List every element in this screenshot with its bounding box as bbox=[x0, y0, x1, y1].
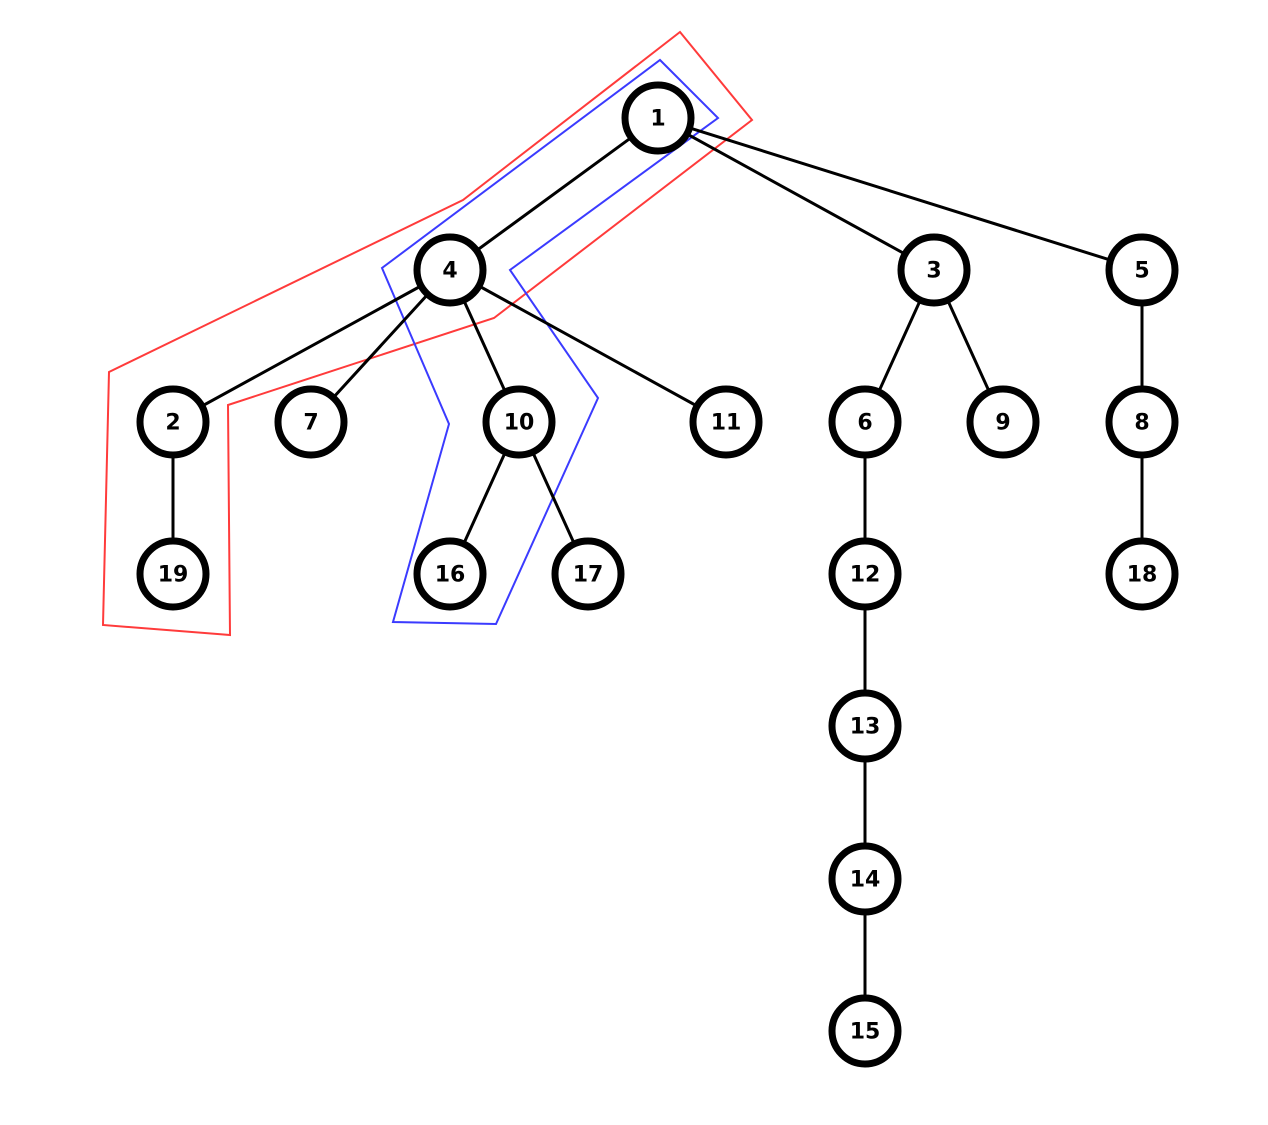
node-18: 18 bbox=[1105, 537, 1179, 611]
node-9: 9 bbox=[966, 385, 1040, 459]
node-label-11: 11 bbox=[711, 411, 742, 436]
node-label-9: 9 bbox=[995, 411, 1010, 436]
node-circle-13 bbox=[828, 689, 902, 763]
node-circle-12 bbox=[828, 537, 902, 611]
node-circle-2 bbox=[136, 385, 210, 459]
node-circle-15 bbox=[828, 994, 902, 1068]
node-circle-14 bbox=[828, 842, 902, 916]
node-14: 14 bbox=[828, 842, 902, 916]
node-4: 4 bbox=[413, 233, 487, 307]
node-label-19: 19 bbox=[158, 563, 189, 588]
edges-layer bbox=[171, 116, 1144, 1033]
node-circle-7 bbox=[274, 385, 348, 459]
node-label-2: 2 bbox=[165, 411, 180, 436]
edge-1-4 bbox=[448, 116, 660, 272]
node-circle-6 bbox=[828, 385, 902, 459]
node-1: 1 bbox=[621, 81, 695, 155]
node-10: 10 bbox=[482, 385, 556, 459]
node-7: 7 bbox=[274, 385, 348, 459]
node-circle-11 bbox=[689, 385, 763, 459]
node-label-3: 3 bbox=[926, 259, 941, 284]
node-13: 13 bbox=[828, 689, 902, 763]
node-label-1: 1 bbox=[650, 107, 665, 132]
node-circle-18 bbox=[1105, 537, 1179, 611]
node-label-4: 4 bbox=[442, 259, 457, 284]
node-17: 17 bbox=[551, 537, 625, 611]
edge-1-5 bbox=[656, 116, 1144, 272]
node-circle-4 bbox=[413, 233, 487, 307]
node-label-18: 18 bbox=[1127, 563, 1158, 588]
red-path-outline bbox=[101, 30, 754, 637]
node-6: 6 bbox=[828, 385, 902, 459]
edge-4-2 bbox=[171, 268, 452, 424]
node-circle-19 bbox=[136, 537, 210, 611]
node-12: 12 bbox=[828, 537, 902, 611]
node-circle-16 bbox=[413, 537, 487, 611]
node-circle-17 bbox=[551, 537, 625, 611]
node-19: 19 bbox=[136, 537, 210, 611]
node-15: 15 bbox=[828, 994, 902, 1068]
node-11: 11 bbox=[689, 385, 763, 459]
node-label-6: 6 bbox=[857, 411, 872, 436]
node-label-10: 10 bbox=[504, 411, 535, 436]
node-label-17: 17 bbox=[573, 563, 604, 588]
node-circle-1 bbox=[621, 81, 695, 155]
node-3: 3 bbox=[897, 233, 971, 307]
node-label-7: 7 bbox=[303, 411, 318, 436]
node-circle-8 bbox=[1105, 385, 1179, 459]
node-circle-3 bbox=[897, 233, 971, 307]
node-label-15: 15 bbox=[850, 1020, 881, 1045]
node-label-5: 5 bbox=[1134, 259, 1149, 284]
node-circle-10 bbox=[482, 385, 556, 459]
node-5: 5 bbox=[1105, 233, 1179, 307]
node-circle-5 bbox=[1105, 233, 1179, 307]
node-label-8: 8 bbox=[1134, 411, 1149, 436]
node-circle-9 bbox=[966, 385, 1040, 459]
edge-1-3 bbox=[656, 116, 936, 272]
node-label-13: 13 bbox=[850, 715, 881, 740]
node-2: 2 bbox=[136, 385, 210, 459]
node-16: 16 bbox=[413, 537, 487, 611]
node-label-12: 12 bbox=[850, 563, 881, 588]
edge-4-11 bbox=[448, 268, 728, 424]
node-8: 8 bbox=[1105, 385, 1179, 459]
node-label-16: 16 bbox=[435, 563, 466, 588]
node-label-14: 14 bbox=[850, 868, 881, 893]
